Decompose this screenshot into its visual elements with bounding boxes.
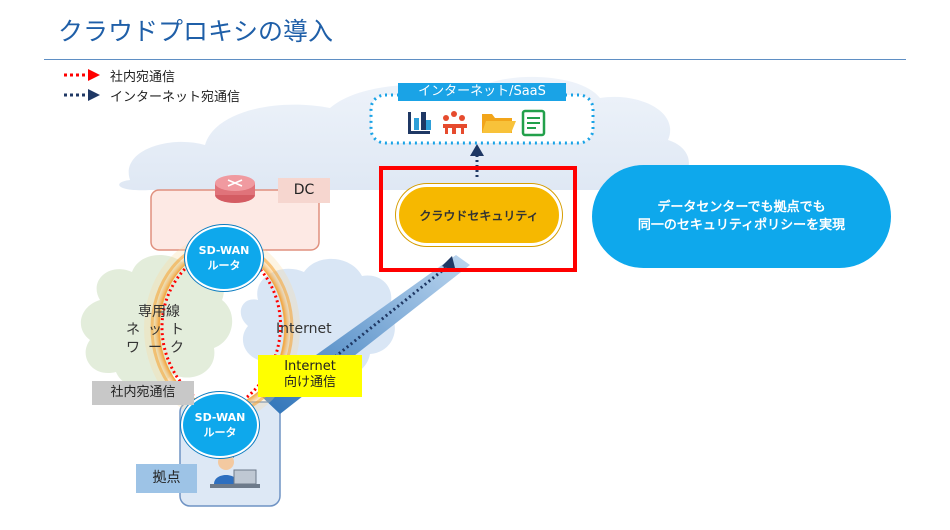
callout-line1: データセンターでも拠点でも <box>657 199 826 215</box>
internal-traffic-dotted-path <box>160 254 201 400</box>
leased-line3: ワーク <box>126 340 192 356</box>
user-pc-icon <box>210 452 260 488</box>
callout-line2: 同一のセキュリティポリシーを実現 <box>637 217 846 233</box>
internet-network-label: Internet <box>276 321 332 337</box>
router-bottom-line2: ルータ <box>203 426 237 439</box>
policy-callout: データセンターでも拠点でも 同一のセキュリティポリシーを実現 <box>592 165 891 268</box>
folder-icon <box>482 114 516 133</box>
meeting-icon <box>443 111 467 134</box>
legend-internal: 社内宛通信 <box>62 67 176 85</box>
legend-internet-label: インターネット宛通信 <box>110 89 241 105</box>
internet-bound-traffic-label: Internet 向け通信 <box>258 355 362 397</box>
internet-out-line2: 向け通信 <box>283 375 336 390</box>
red-dotted-arrow-icon <box>64 69 100 81</box>
chart-icon <box>408 112 431 134</box>
router-top-line1: SD-WAN <box>198 244 250 257</box>
internet-saas-label: インターネット/SaaS <box>398 83 566 101</box>
leased-line2: ネット <box>126 322 192 338</box>
router-top-line2: ルータ <box>207 259 241 272</box>
document-icon <box>521 109 546 137</box>
navy-dotted-arrow-icon <box>64 89 100 101</box>
legend-internet: インターネット宛通信 <box>62 87 241 105</box>
leased-line1: 専用線 <box>138 304 180 320</box>
cloud-security-highlight-box <box>379 166 577 272</box>
dc-label: DC <box>278 178 330 203</box>
sd-wan-router-base: SD-WAN ルータ <box>181 392 259 458</box>
title-divider <box>44 59 906 60</box>
internal-traffic-label: 社内宛通信 <box>92 381 194 405</box>
page-title: クラウドプロキシの導入 <box>58 17 334 46</box>
base-label: 拠点 <box>136 464 197 493</box>
leased-line-network-label: 専用線 ネット ワーク <box>124 303 194 357</box>
router-icon <box>215 175 255 203</box>
cloud-security-node: クラウドセキュリティ <box>396 184 562 246</box>
sd-wan-router-dc: SD-WAN ルータ <box>185 225 263 291</box>
legend-internal-label: 社内宛通信 <box>110 69 176 85</box>
internet-out-line1: Internet <box>284 359 336 374</box>
router-bottom-line1: SD-WAN <box>194 411 246 424</box>
